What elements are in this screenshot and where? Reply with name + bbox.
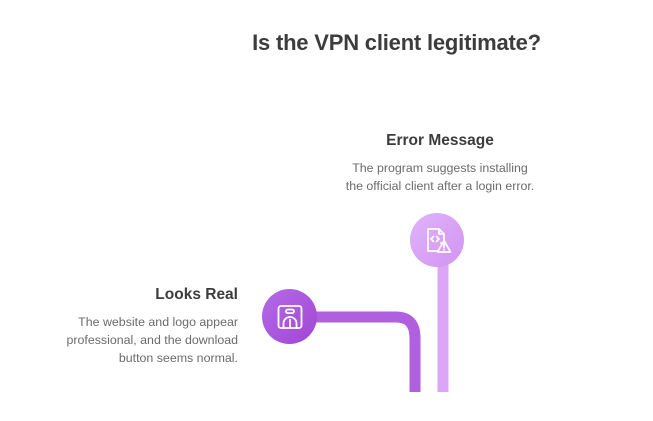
node-looks-real-description: The website and logo appear professional… [20, 314, 238, 368]
connector-looks-real [312, 311, 421, 392]
storefront-window-icon [262, 289, 317, 344]
page-title: Is the VPN client legitimate? [252, 30, 541, 55]
node-looks-real-description-line-2: professional, and the download [66, 332, 238, 347]
node-error-message: Error Message The program suggests insta… [320, 132, 560, 196]
node-looks-real: Looks Real The website and logo appear p… [20, 286, 238, 368]
node-error-message-description: The program suggests installing the offi… [320, 160, 560, 196]
node-error-message-description-line-1: The program suggests installing [352, 160, 528, 175]
node-error-message-description-line-2: the official client after a login error. [345, 178, 535, 193]
node-looks-real-title: Looks Real [155, 286, 238, 303]
node-error-message-title: Error Message [386, 132, 494, 149]
code-document-warning-icon [410, 213, 464, 267]
node-looks-real-description-line-1: The website and logo appear [78, 314, 238, 329]
node-looks-real-description-line-3: button seems normal. [118, 350, 238, 365]
